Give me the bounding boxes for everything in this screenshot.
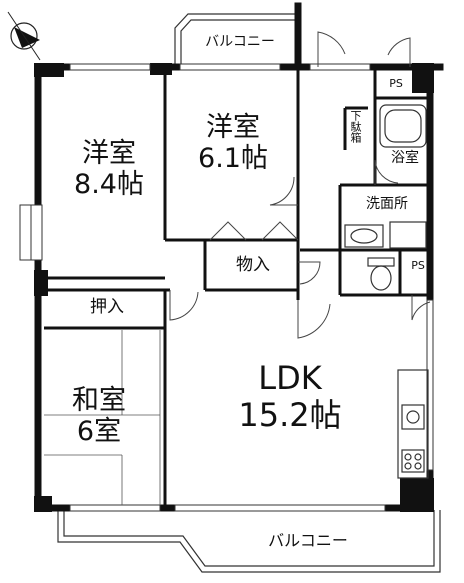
windows bbox=[19, 63, 434, 512]
balcony-top bbox=[174, 13, 296, 66]
balcony-label-bottom: バルコニー bbox=[268, 531, 348, 550]
room-label-bathroom: 浴室 bbox=[391, 150, 419, 166]
room-label-ps-top: PS bbox=[389, 77, 403, 90]
room-label-western-a: 洋室 8.4帖 bbox=[74, 138, 144, 201]
kitchen-counter bbox=[397, 369, 429, 479]
north-compass-icon bbox=[7, 11, 41, 61]
toilet-icon bbox=[367, 257, 395, 291]
wash-basin-icon bbox=[344, 221, 427, 249]
room-label-closet: 押入 bbox=[90, 297, 124, 317]
room-label-western-b: 洋室 6.1帖 bbox=[198, 112, 268, 175]
structure-columns bbox=[34, 63, 434, 512]
bathtub-icon bbox=[379, 104, 427, 148]
room-label-ps-mid: PS bbox=[411, 259, 425, 272]
door-swings bbox=[169, 31, 431, 339]
room-label-ldk: LDK 15.2帖 bbox=[238, 359, 342, 434]
balcony-bottom bbox=[57, 510, 441, 573]
interior-walls bbox=[38, 67, 430, 508]
room-label-shoe-box: 下駄箱 bbox=[349, 110, 362, 143]
room-label-washroom: 洗面所 bbox=[366, 196, 408, 212]
balcony-label-top: バルコニー bbox=[205, 34, 275, 50]
tatami-grid bbox=[44, 330, 161, 505]
room-label-japanese: 和室 6室 bbox=[72, 385, 126, 448]
room-label-storage: 物入 bbox=[236, 255, 270, 275]
